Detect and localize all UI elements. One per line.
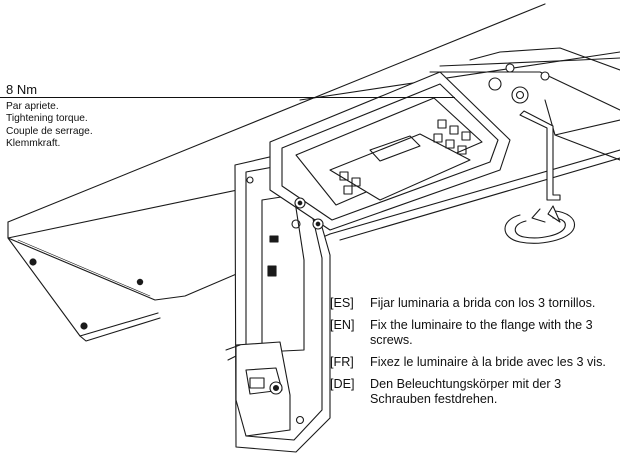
instruction-text: Fix the luminaire to the flange with the… — [370, 318, 593, 347]
torque-callout: 8 Nm Par apriete. Tightening torque. Cou… — [6, 83, 93, 150]
circuit-board — [329, 119, 471, 201]
torque-leader-line — [0, 97, 455, 98]
torque-desc-en: Tightening torque. — [6, 113, 88, 125]
instruction-en: [EN] Fix the luminaire to the flange wit… — [330, 318, 620, 348]
instruction-de: [DE] Den Beleuchtungskörper mit der 3 Sc… — [330, 377, 620, 407]
instruction-fr: [FR] Fixez le luminaire à la bride avec … — [330, 355, 620, 370]
torque-desc-es: Par apriete. — [6, 101, 59, 112]
instructions-list: [ES] Fijar luminaria a brida con los 3 t… — [330, 296, 620, 414]
torque-desc-fr: Couple de serrage. — [6, 125, 93, 137]
torque-descriptions: Par apriete. Tightening torque. Couple d… — [6, 101, 93, 150]
lang-code: [FR] — [330, 355, 354, 369]
lang-code: [DE] — [330, 377, 355, 391]
torque-desc-de: Klemmkraft. — [6, 137, 61, 149]
connector-block — [225, 341, 291, 437]
mounting-holes — [29, 258, 144, 330]
instruction-text: Fixez le luminaire à la bride avec les 3… — [370, 355, 606, 369]
screw-icon — [294, 63, 550, 230]
instruction-es: [ES] Fijar luminaria a brida con los 3 t… — [330, 296, 620, 311]
rotation-arrow-icon — [504, 205, 576, 244]
instruction-text: Den Beleuchtungskörper mit der 3 Schraub… — [370, 377, 562, 406]
lang-code: [ES] — [330, 296, 354, 310]
ceiling-panel — [7, 3, 620, 342]
flange-channel — [429, 47, 620, 161]
torque-value: 8 Nm — [6, 82, 38, 97]
allen-key-icon — [519, 110, 561, 201]
lang-code: [EN] — [330, 318, 355, 332]
instruction-text: Fijar luminaria a brida con los 3 tornil… — [370, 296, 596, 310]
